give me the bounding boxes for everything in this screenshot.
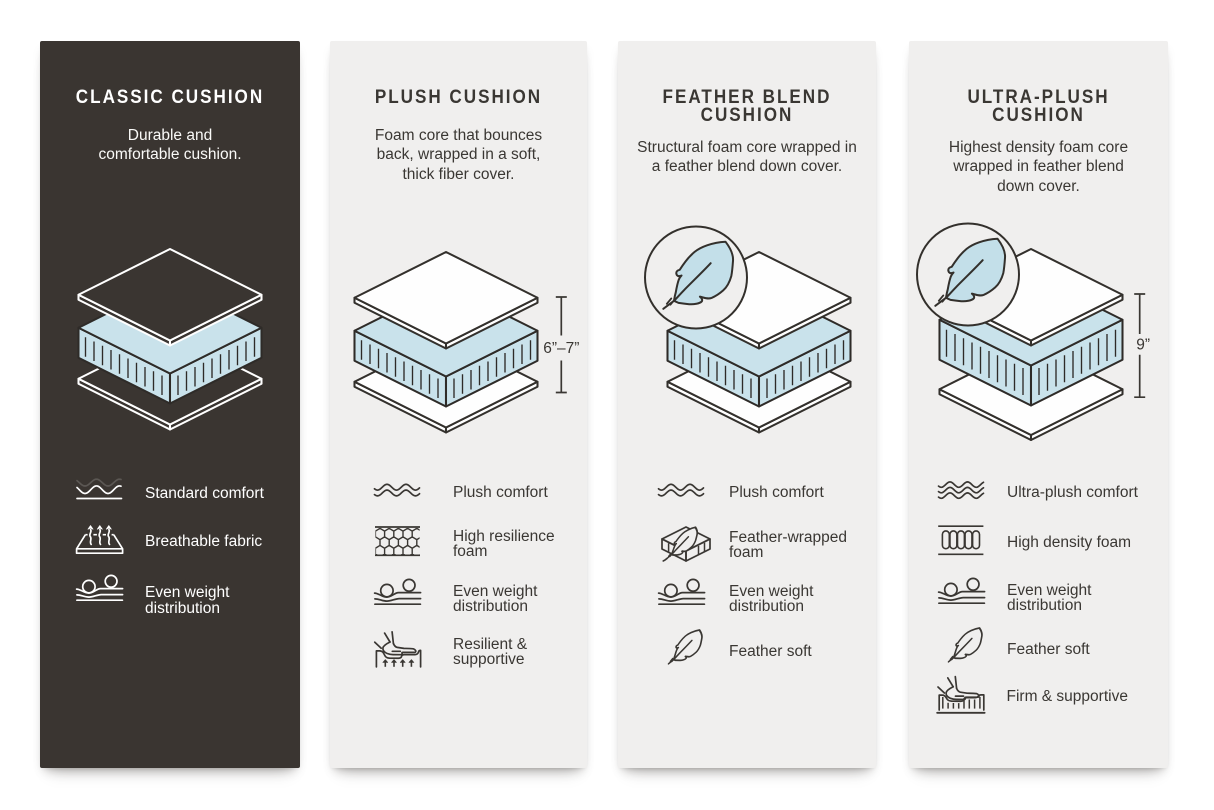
svg-text:6”–7”: 6”–7”	[544, 340, 580, 357]
svg-text:9”: 9”	[1137, 337, 1151, 354]
